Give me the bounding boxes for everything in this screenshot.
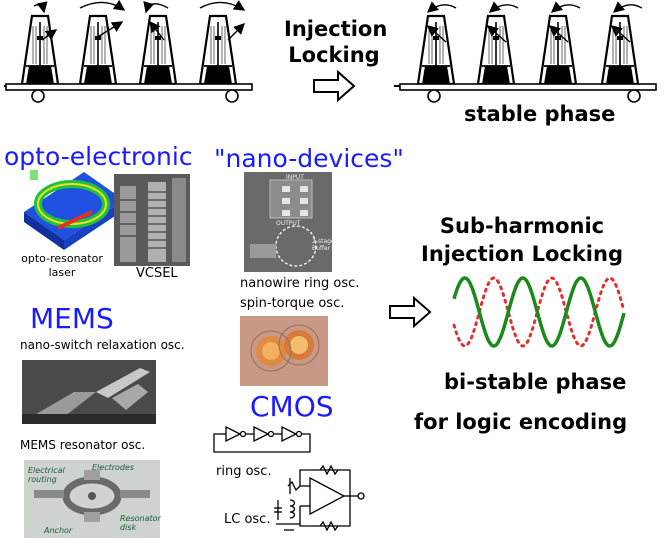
electrical-routing-label: Electrical routing [28,466,65,484]
sub-harmonic-title-line1: Sub-harmonic [439,214,605,238]
disk-label: disk [120,523,137,532]
vcsel-image [114,174,190,266]
sub-harmonic-title-line2: Injection Locking [421,242,623,266]
electrodes-label: Electrodes [92,463,135,472]
cmos-title: CMOS [250,390,334,423]
locked-wave-solid [452,276,626,348]
bistable-caption-line1: bi-stable phase [444,370,627,394]
chip-buffer-label: 2-stage Buffer [312,238,335,252]
vcsel-caption: VCSEL [136,266,178,281]
nano-caption: nanowire ring osc. spin-torque osc. [240,274,359,314]
mems-resonator-image [24,460,160,538]
opto-resonator-caption: opto-resonator laser [20,252,104,280]
chip-buffer-label-line2: Buffer [312,245,331,252]
bistable-caption-line2: for logic encoding [414,410,628,434]
lc-osc-caption: LC osc. [224,512,271,527]
electrical-label: Electrical [28,466,65,475]
chip-output-label: OUTPUT [276,220,301,227]
nanowire-chip-image [244,172,332,272]
mems-title: MEMS [30,302,114,335]
injection-label-line2: Locking [288,43,380,67]
resonator-disk-label: Resonator disk [120,514,161,532]
sub-harmonic-title: Sub-harmonic Injection Locking [400,212,644,268]
chip-buffer-label-line1: 2-stage [312,238,335,245]
spin-torque-image [240,316,328,386]
opto-resonator-image [24,170,124,250]
stable-phase-label: stable phase [464,102,616,126]
anchor-label: Anchor [44,526,73,535]
chip-input-label: INPUT [286,174,304,181]
sub-harmonic-arrow-icon [389,295,432,329]
opto-resonator-caption-line2: laser [48,266,76,279]
injection-label-line1: Injection [284,17,388,41]
resonator-label: Resonator [120,514,161,523]
nano-devices-title: "nano-devices" [214,144,404,173]
injection-arrow-icon [313,69,356,103]
nanowire-caption: nanowire ring osc. [240,276,360,291]
routing-label: routing [28,475,57,484]
spin-torque-caption: spin-torque osc. [240,296,345,311]
injection-locking-label: Injection Locking [284,16,388,68]
metronomes-synced [394,1,657,103]
nano-switch-image [22,360,156,424]
ring-oscillator-schematic [213,425,311,453]
mems-resonator-caption: MEMS resonator osc. [20,438,146,452]
opto-resonator-caption-line1: opto-resonator [21,252,103,265]
bistable-waves [452,276,626,348]
lc-oscillator-schematic [274,464,365,532]
opto-electronic-title: opto-electronic [4,142,193,171]
metronomes-unsynced [4,0,253,103]
ring-osc-caption: ring osc. [216,464,272,479]
nano-switch-caption: nano-switch relaxation osc. [20,338,185,352]
